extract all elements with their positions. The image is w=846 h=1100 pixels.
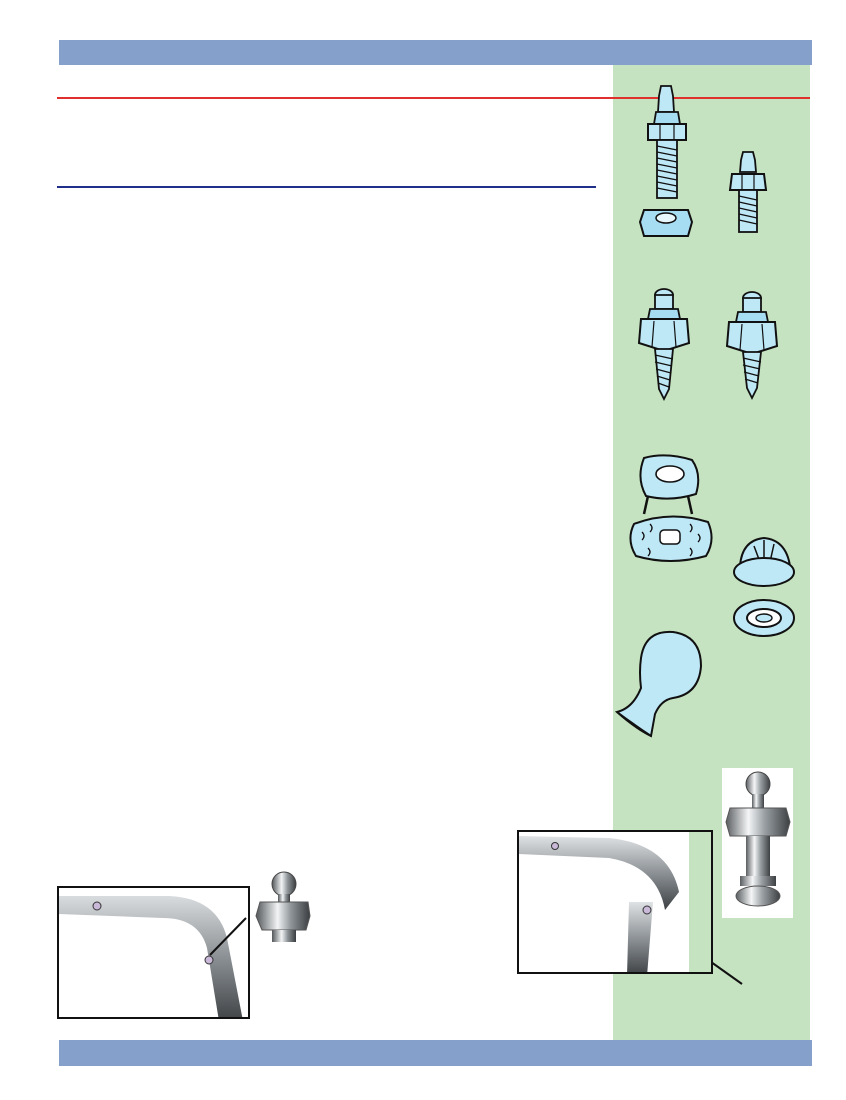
footer-band	[59, 1040, 812, 1066]
ball-stud-nut-photo	[252, 868, 312, 944]
header-band	[59, 40, 812, 65]
prong-snap-fastener-icon	[629, 454, 713, 562]
frame-corner-detail-photo-right	[517, 830, 713, 974]
short-threaded-stud-icon	[728, 151, 768, 233]
ball-stud-photo	[722, 768, 793, 918]
red-divider	[57, 97, 810, 99]
frame-corner-detail-photo-left	[57, 886, 250, 1019]
snap-release-tool-icon	[614, 630, 703, 738]
screw-stud-icon	[725, 291, 779, 401]
threaded-stud-with-nut-icon	[638, 85, 694, 237]
screw-stud-icon	[637, 288, 691, 402]
snap-button-icon	[733, 536, 795, 637]
blue-divider	[57, 186, 596, 188]
